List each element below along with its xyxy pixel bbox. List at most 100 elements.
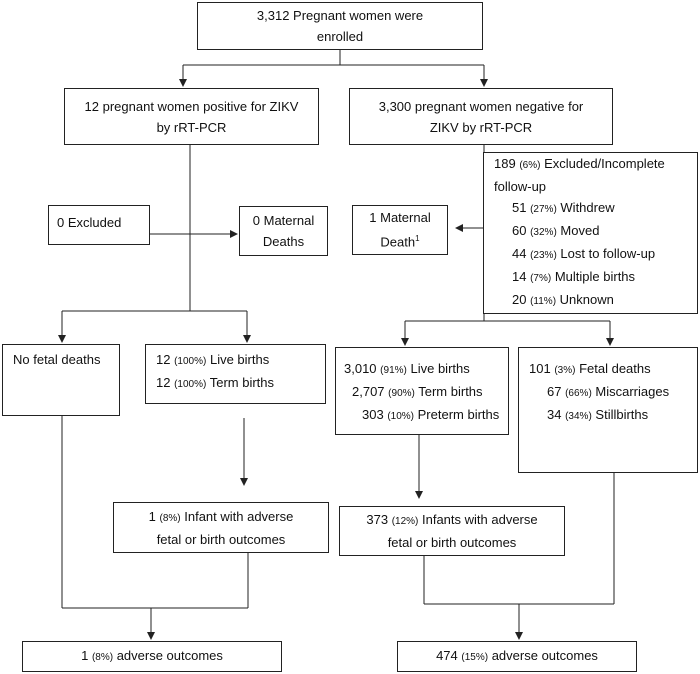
count: 101 (529, 361, 551, 376)
excluded-count: 189 (494, 156, 516, 171)
pct: (66%) (565, 388, 592, 399)
count: 2,707 (352, 384, 385, 399)
pos-maternal-line2: Deaths (262, 234, 305, 249)
pct: (3%) (554, 365, 576, 376)
count: 373 (366, 512, 389, 527)
count: 12 (156, 352, 171, 367)
positive-infant-adverse-box: 1 (8%) Infant with adverse fetal or birt… (113, 502, 329, 553)
pct: (34%) (565, 411, 592, 422)
positive-total-box: 1 (8%) adverse outcomes (22, 641, 282, 672)
positive-maternal-deaths-box: 0 Maternal Deaths (239, 206, 328, 256)
neg-miscarriage-line: 67 (66%) Miscarriages (529, 381, 697, 404)
negative-line2: ZIKV by rRT-PCR (429, 119, 533, 135)
pos-maternal-line1: 0 Maternal (252, 213, 315, 228)
count: 34 (547, 407, 562, 422)
pos-infant-line2: fetal or birth outcomes (156, 531, 286, 547)
excluded-item: 20 (11%) Unknown (494, 289, 697, 312)
item-label: Withdrew (560, 200, 615, 215)
negative-line1: 3,300 pregnant women negative for (378, 98, 584, 114)
negative-total-box: 474 (15%) adverse outcomes (397, 641, 637, 672)
count: 3,010 (344, 361, 377, 376)
count: 1 (148, 508, 156, 524)
neg-fetal-line: 101 (3%) Fetal deaths (529, 358, 697, 381)
neg-total-line: 474 (15%) adverse outcomes (436, 645, 598, 668)
item-label: Lost to follow-up (560, 246, 656, 261)
item-pct: (27%) (530, 204, 557, 215)
zikv-negative-box: 3,300 pregnant women negative for ZIKV b… (349, 88, 613, 145)
excluded-item: 51 (27%) Withdrew (494, 197, 697, 220)
neg-maternal-line2: Death1 (380, 228, 419, 252)
pct: (10%) (387, 411, 415, 422)
label: Miscarriages (595, 384, 670, 399)
pct: (15%) (461, 652, 489, 663)
enrolled-line1: 3,312 Pregnant women were (256, 8, 424, 23)
item-count: 60 (512, 223, 527, 238)
count: 474 (436, 648, 458, 663)
enrolled-box: 3,312 Pregnant women were enrolled (197, 2, 483, 50)
excluded-head-line2: follow-up (494, 179, 547, 194)
pos-total-line: 1 (8%) adverse outcomes (81, 645, 223, 668)
excluded-pct: (6%) (519, 160, 541, 171)
pos-infant-line1: 1 (8%) Infant with adverse (149, 506, 294, 529)
count: 303 (362, 407, 384, 422)
negative-maternal-death-box: 1 Maternal Death1 (352, 205, 448, 255)
item-label: Multiple births (554, 269, 636, 284)
neg-live-line: 3,010 (91%) Live births (344, 358, 508, 381)
excluded-item: 14 (7%) Multiple births (494, 266, 697, 289)
item-pct: (7%) (530, 273, 552, 284)
pct: (100%) (174, 356, 207, 367)
label: Term births (209, 375, 275, 390)
count: 12 (156, 375, 171, 390)
neg-preterm-line: 303 (10%) Preterm births (344, 404, 508, 427)
positive-line2: by rRT-PCR (156, 119, 227, 135)
negative-live-births-box: 3,010 (91%) Live births 2,707 (90%) Term… (335, 347, 509, 435)
neg-stillbirth-line: 34 (34%) Stillbirths (529, 404, 697, 427)
label: Stillbirths (595, 407, 649, 422)
negative-fetal-deaths-box: 101 (3%) Fetal deaths 67 (66%) Miscarria… (518, 347, 698, 473)
label: Infants with adverse (422, 512, 538, 527)
item-label: Unknown (559, 292, 614, 307)
excluded-label: Excluded/Incomplete (544, 156, 665, 171)
label: Fetal deaths (579, 361, 651, 376)
item-count: 20 (512, 292, 527, 307)
label: Infant with adverse (184, 508, 294, 524)
neg-infant-line1: 373 (12%) Infants with adverse (366, 509, 537, 532)
neg-term-line: 2,707 (90%) Term births (344, 381, 508, 404)
excluded-head: 189 (6%) Excluded/Incomplete (494, 153, 697, 176)
negative-excluded-box: 189 (6%) Excluded/Incomplete follow-up 5… (483, 152, 698, 314)
label: Live births (410, 361, 470, 376)
item-count: 44 (512, 246, 527, 261)
item-count: 51 (512, 200, 527, 215)
negative-infant-adverse-box: 373 (12%) Infants with adverse fetal or … (339, 506, 565, 556)
pct: (90%) (388, 388, 415, 399)
no-fetal-text: No fetal deaths (13, 352, 101, 367)
zikv-positive-box: 12 pregnant women positive for ZIKV by r… (64, 88, 319, 145)
pct: (12%) (391, 516, 419, 527)
item-label: Moved (560, 223, 600, 238)
count: 1 (81, 648, 89, 663)
pos-term-line: 12 (100%) Term births (156, 372, 325, 395)
neg-maternal-death-word: Death (380, 234, 416, 250)
label: adverse outcomes (491, 648, 598, 663)
footnote-marker: 1 (415, 234, 420, 244)
excluded-item: 44 (23%) Lost to follow-up (494, 243, 697, 266)
positive-excluded-text: 0 Excluded (57, 215, 122, 230)
excluded-item: 60 (32%) Moved (494, 220, 697, 243)
pos-live-line: 12 (100%) Live births (156, 349, 325, 372)
neg-maternal-line1: 1 Maternal (369, 210, 431, 226)
pct: (8%) (91, 652, 114, 663)
count: 67 (547, 384, 562, 399)
label: Preterm births (417, 407, 500, 422)
item-pct: (32%) (530, 227, 557, 238)
item-count: 14 (512, 269, 527, 284)
label: Live births (209, 352, 270, 367)
no-fetal-deaths-box: No fetal deaths (2, 344, 120, 416)
positive-excluded-box: 0 Excluded (48, 205, 150, 245)
pct: (8%) (159, 512, 181, 524)
neg-infant-line2: fetal or birth outcomes (387, 535, 517, 550)
item-pct: (11%) (530, 296, 557, 307)
enrolled-line2: enrolled (316, 29, 364, 44)
positive-line1: 12 pregnant women positive for ZIKV (84, 98, 299, 114)
label: adverse outcomes (116, 648, 223, 663)
